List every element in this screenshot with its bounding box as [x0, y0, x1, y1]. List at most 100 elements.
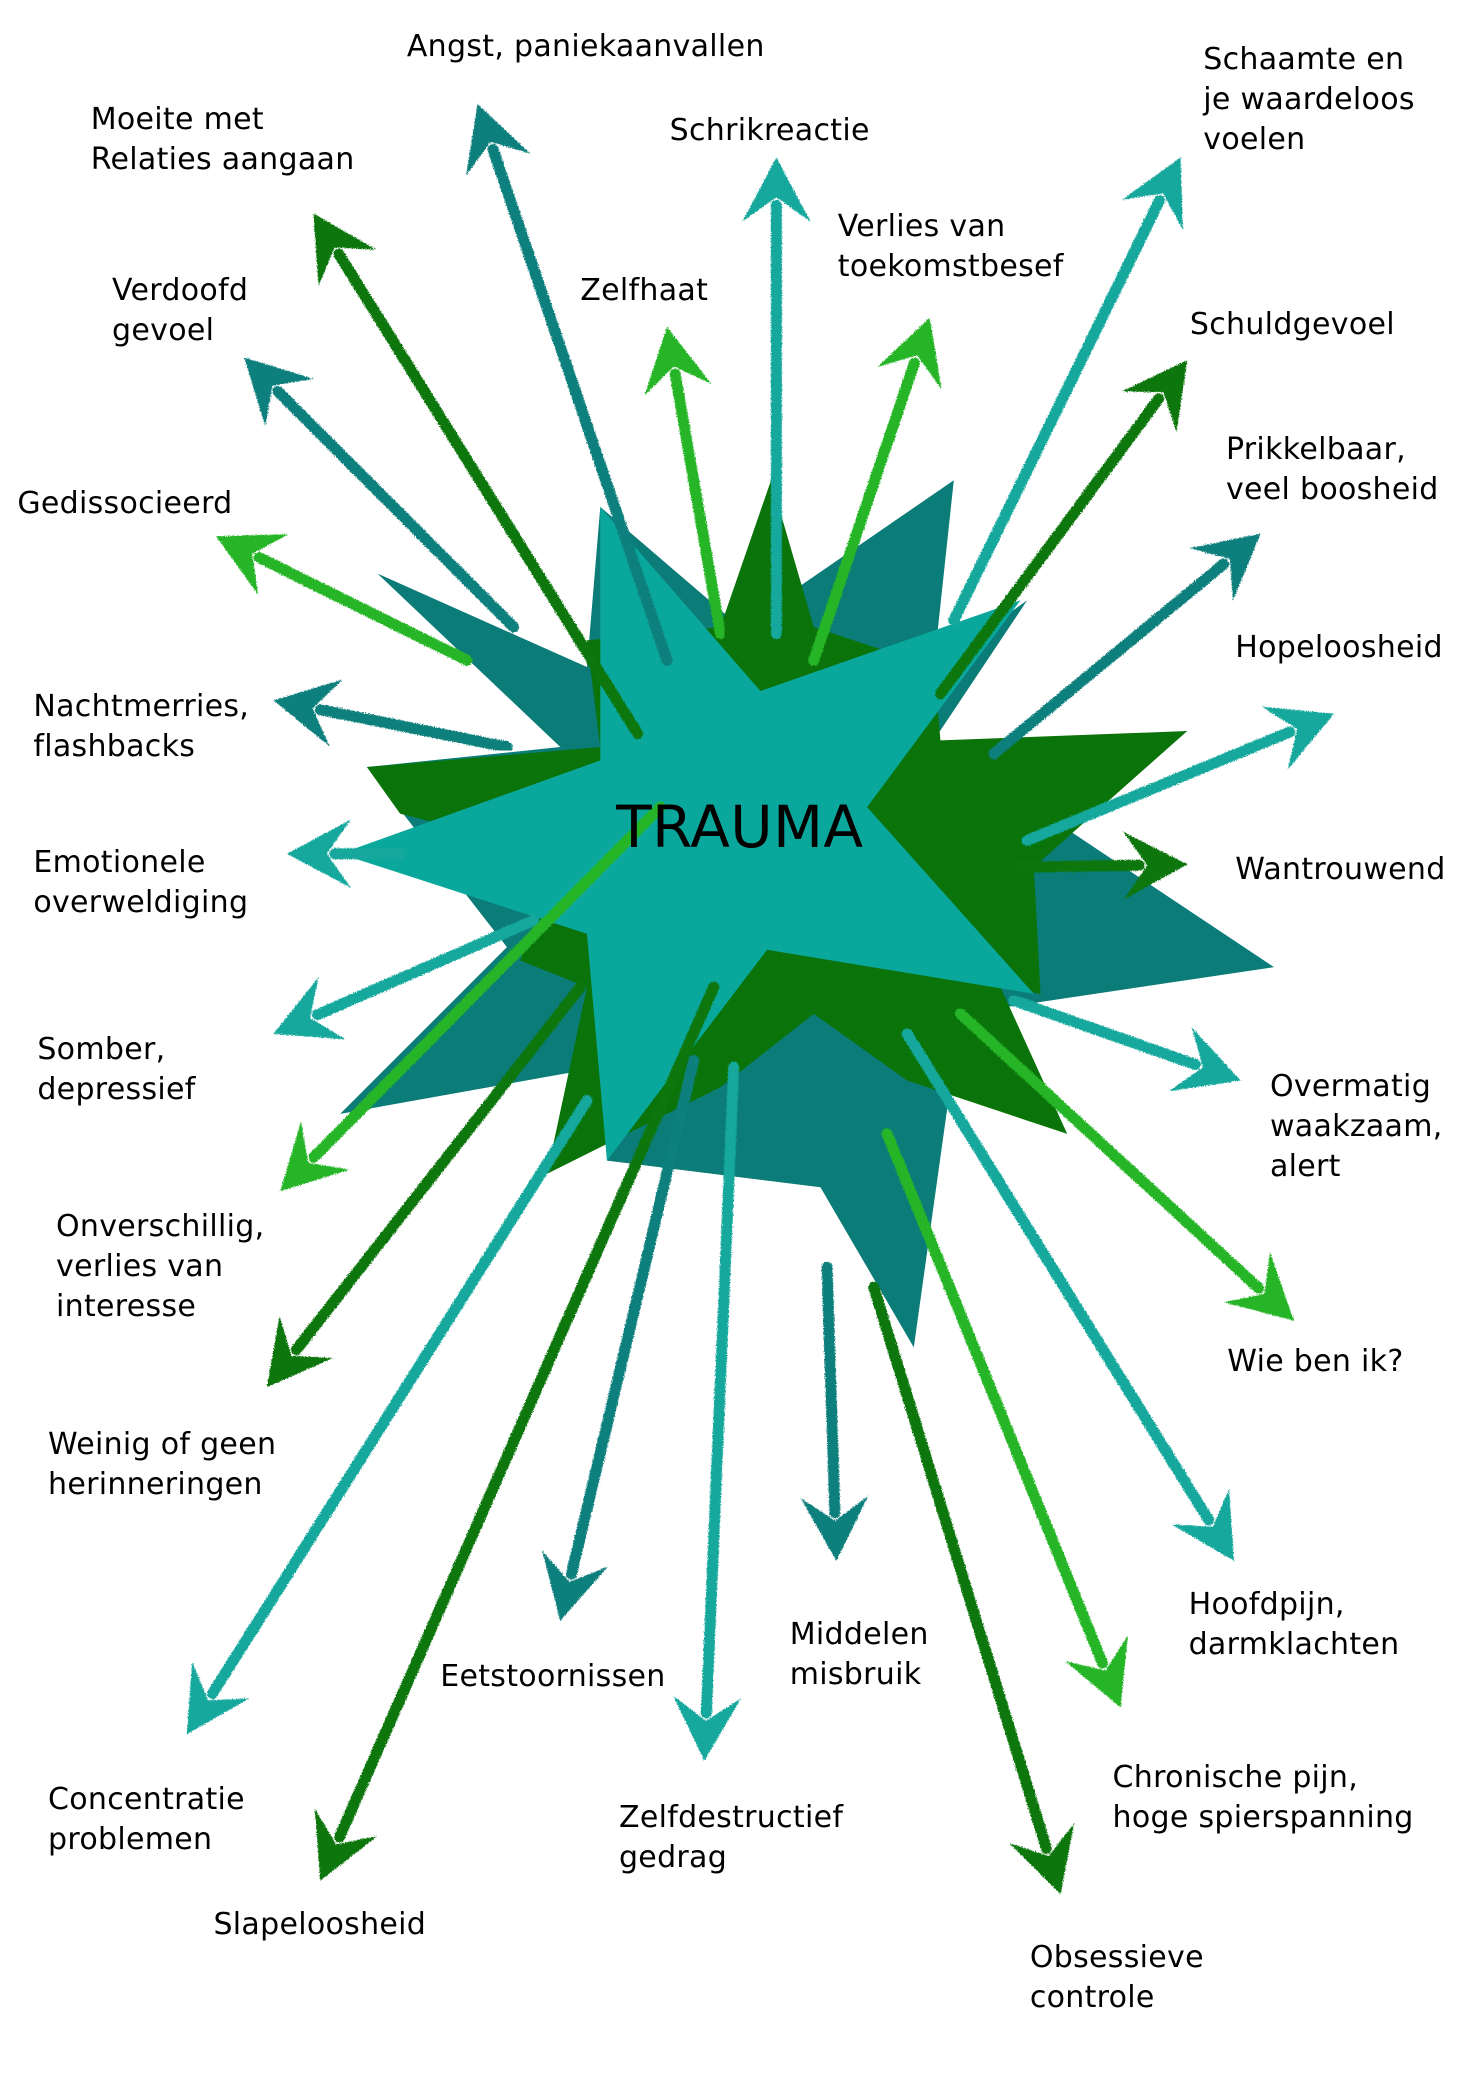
symptom-label-line: Schuldgevoel: [1189, 307, 1395, 343]
arrow-head-icon: [877, 317, 942, 390]
arrow: [988, 533, 1261, 760]
symptom-label-line: Overmatig: [1269, 1069, 1432, 1105]
symptom-label: Hopeloosheid: [1235, 628, 1443, 668]
symptom-label: Zelfdestructief gedrag: [619, 1798, 843, 1878]
arrow: [934, 360, 1188, 700]
symptom-label: Eetstoornissen: [440, 1657, 665, 1697]
symptom-label-line: Hoofdpijn,: [1188, 1586, 1345, 1622]
symptom-label: Angst, paniekaanvallen: [407, 27, 765, 67]
arrow-shaft: [253, 552, 473, 666]
symptom-label-line: Relaties aangaan: [90, 142, 355, 178]
symptom-label-line: gedrag: [618, 1840, 728, 1876]
symptom-label-line: Prikkelbaar,: [1225, 431, 1406, 467]
arrow: [742, 157, 811, 640]
arrow: [273, 679, 513, 753]
arrow: [644, 326, 726, 640]
symptom-label-line: Chronische pijn,: [1112, 1760, 1359, 1796]
arrow-shaft: [308, 801, 666, 1163]
symptom-label-line: Wantrouwend: [1235, 851, 1446, 887]
arrow: [280, 801, 666, 1192]
arrow: [1008, 995, 1241, 1092]
arrow: [244, 357, 520, 633]
arrow: [800, 1261, 869, 1561]
arrow-head-icon: [673, 1695, 742, 1761]
arrow-head-icon: [280, 1121, 350, 1192]
arrow-shaft: [821, 1261, 841, 1519]
arrow-shaft: [334, 981, 720, 1843]
arrow-head-icon: [1009, 1823, 1075, 1895]
arrow: [954, 1008, 1294, 1321]
arrow: [948, 157, 1183, 626]
arrow-shaft: [1008, 995, 1201, 1071]
arrow-shaft: [333, 248, 644, 740]
arrow-shaft: [808, 357, 920, 666]
symptom-label-line: veel boosheid: [1225, 471, 1439, 507]
symptom-label: Middelen misbruik: [790, 1615, 929, 1695]
center-title: TRAUMA: [616, 793, 864, 862]
symptom-label: Gedissocieerd: [17, 484, 232, 524]
symptom-label-line: waakzaam,: [1269, 1109, 1443, 1145]
symptom-label: Nachtmerries,flashbacks: [33, 687, 249, 767]
symptom-label-line: Slapeloosheid: [213, 1906, 427, 1942]
arrow: [286, 819, 406, 888]
star-layer-light-teal: [340, 506, 1034, 1161]
symptom-label: Verdoofd gevoel: [112, 271, 248, 351]
symptom-label-line: Nachtmerries,: [33, 689, 250, 724]
symptom-label-line: herinneringen: [48, 1466, 263, 1502]
symptom-label: Hoofdpijn,darmklachten: [1189, 1585, 1400, 1665]
arrow-shaft: [290, 981, 586, 1356]
symptom-label-line: Hopeloosheid: [1235, 630, 1443, 666]
symptom-label-line: Somber,: [37, 1031, 166, 1067]
arrow-head-icon: [800, 1495, 869, 1561]
symptom-label-line: hoge spierspanning: [1112, 1800, 1414, 1836]
arrow: [868, 1281, 1075, 1895]
symptom-label-line: misbruik: [789, 1657, 922, 1693]
arrow-shaft: [934, 393, 1165, 700]
arrow-shaft: [988, 558, 1230, 760]
arrow-shaft: [669, 368, 726, 640]
symptom-label-line: toekomstbesef: [837, 248, 1064, 284]
arrow: [313, 213, 644, 740]
symptom-label-line: Verdoofd: [112, 272, 249, 308]
arrow: [673, 1061, 742, 1761]
arrow-shaft: [881, 1128, 1108, 1669]
arrow-head-icon: [1168, 1027, 1241, 1092]
arrow-head-icon: [1261, 706, 1334, 770]
arrow-shaft: [311, 914, 540, 1021]
arrow-head-icon: [314, 1808, 378, 1881]
arrow-shaft: [487, 143, 673, 666]
arrow-head-icon: [273, 679, 343, 747]
arrow-head-icon: [1223, 1252, 1294, 1321]
symptom-label-line: Zelfdestructief: [618, 1800, 844, 1836]
symptom-label: Chronische pijn, hoge spierspanning: [1113, 1758, 1414, 1838]
arrow-shaft: [948, 195, 1165, 626]
arrow-shaft: [315, 704, 513, 753]
symptom-label-line: Weinig of geen: [48, 1426, 277, 1462]
arrow: [808, 317, 942, 666]
symptom-label-line: depressief: [37, 1071, 196, 1107]
symptom-label-line: Middelen: [789, 1617, 929, 1653]
symptom-label-line: gevoel: [112, 312, 215, 348]
symptom-label-line: Obsessieve: [1029, 1940, 1204, 1976]
symptom-label-line: Wie ben ik?: [1227, 1344, 1404, 1379]
symptom-label: Somber, depressief: [37, 1030, 195, 1110]
trauma-starburst: [340, 480, 1274, 1348]
symptom-label: Schuldgevoel: [1190, 305, 1395, 345]
arrow: [186, 1095, 593, 1735]
symptom-label: Wie ben ik?: [1227, 1342, 1403, 1382]
arrow-head-icon: [286, 819, 351, 888]
symptom-label-line: je waardeloos: [1203, 82, 1415, 118]
arrow-head-icon: [266, 1316, 334, 1388]
symptom-label: Schrikreactie: [670, 111, 870, 151]
symptom-label-line: problemen: [48, 1821, 213, 1857]
symptom-label-line: Eetstoornissen: [440, 1658, 666, 1694]
